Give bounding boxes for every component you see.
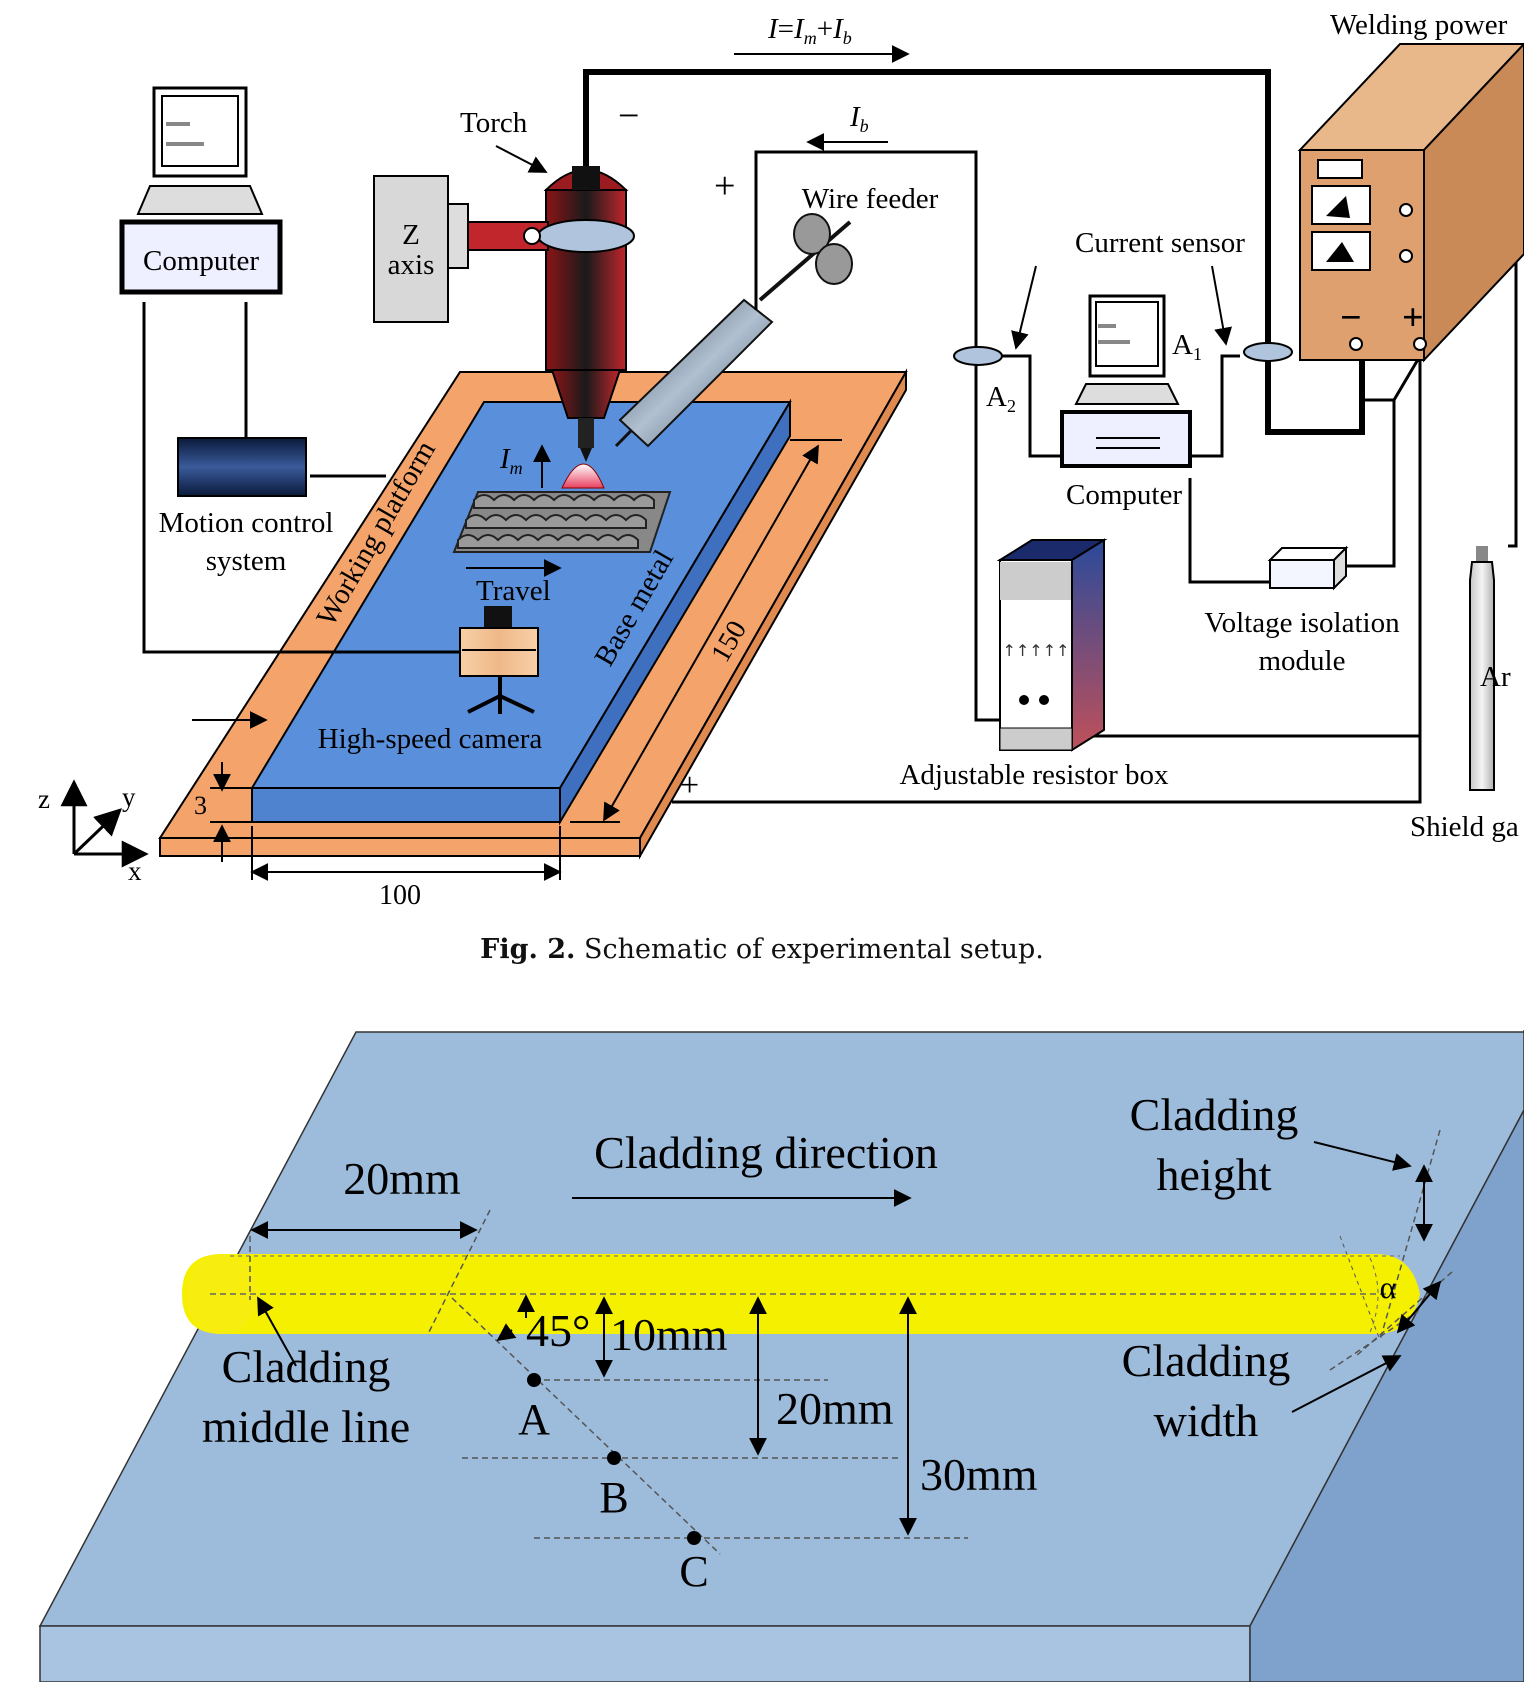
point-c: [687, 1531, 701, 1545]
cladding-width-label-1: Cladding: [1122, 1335, 1291, 1386]
dim-10mm-label: 10mm: [610, 1309, 728, 1360]
computer-left: [119, 86, 283, 295]
plate-front-face: [39, 1625, 1251, 1682]
dimension-100: [250, 826, 562, 881]
svg-text:↑↑↑↑↑: ↑↑↑↑↑: [1002, 641, 1069, 660]
adjustable-resistor-box: ↑↑↑↑↑: [996, 538, 1108, 752]
main-current-label: Im: [499, 443, 523, 478]
cladding-direction-label: Cladding direction: [594, 1127, 938, 1178]
shield-gas-cylinder: [1469, 546, 1495, 791]
welding-power-source: [1297, 42, 1524, 363]
dim-30mm-label: 30mm: [920, 1449, 1038, 1500]
base-current-label: Ib: [849, 101, 869, 136]
current-sensor-a2: [953, 346, 1003, 366]
plus-sign-bottom: +: [680, 767, 699, 804]
high-speed-camera-label: High-speed camera: [318, 723, 543, 755]
total-current-label: I=Im+Ib: [767, 13, 852, 48]
cladding-height-label-2: height: [1157, 1149, 1272, 1200]
dim-20mm-label: 20mm: [776, 1383, 894, 1434]
travel-label: Travel: [476, 575, 551, 607]
shield-gas-label: Shield ga: [1410, 811, 1519, 843]
weld-beads: [452, 491, 672, 553]
power-plus-sign: +: [1402, 297, 1424, 339]
axis-z-label: z: [38, 784, 50, 814]
point-a: [527, 1373, 541, 1387]
z-axis-label-2: axis: [388, 249, 435, 281]
resistor-box-label: Adjustable resistor box: [899, 759, 1169, 791]
torch-label: Torch: [460, 107, 528, 139]
figure-2-schematic: ↑↑↑↑↑: [38, 9, 1524, 911]
cladding-height-label-1: Cladding: [1130, 1089, 1299, 1140]
cladding-width-label-2: width: [1154, 1395, 1259, 1446]
computer-right: [1060, 294, 1192, 468]
point-c-label: C: [679, 1547, 708, 1596]
dim-100-label: 100: [379, 880, 421, 911]
voltage-isolation-label-2: module: [1259, 645, 1346, 677]
dim-3-label: 3: [194, 791, 207, 820]
motion-control-label-1: Motion control: [159, 507, 334, 539]
point-a-label: A: [518, 1395, 550, 1444]
coordinate-axes: [60, 779, 149, 868]
point-b: [607, 1451, 621, 1465]
minus-sign-torch: −: [618, 95, 639, 137]
computer-right-label: Computer: [1066, 479, 1182, 511]
point-b-label: B: [599, 1473, 628, 1522]
axis-y-label: y: [122, 782, 136, 812]
figure-2-caption-prefix: Fig. 2.: [480, 934, 576, 965]
pointer-arrows: [192, 45, 1232, 862]
argon-label: Ar: [1480, 661, 1511, 693]
wire-feeder: [614, 213, 853, 448]
dimension-150: [570, 439, 842, 823]
cladding-bead: [182, 1235, 1420, 1341]
voltage-isolation-label-1: Voltage isolation: [1204, 607, 1400, 639]
figure-2-caption: Fig. 2. Schematic of experimental setup.: [0, 934, 1524, 965]
plus-sign-feeder: +: [714, 165, 735, 207]
current-sensor-label: Current sensor: [1075, 227, 1245, 259]
figure-2-labels: Torch Z axis Computer Motion control sys…: [38, 9, 1519, 911]
figure-3-arrows: [250, 1141, 1442, 1536]
z-axis-block: [373, 175, 635, 323]
wire-feeder-label: Wire feeder: [802, 183, 939, 215]
cladding-middle-label-2: middle line: [202, 1401, 410, 1452]
motion-control-label-2: system: [206, 545, 287, 577]
axis-x-label: x: [128, 856, 142, 886]
computer-left-label: Computer: [143, 245, 259, 277]
current-sensor-a1: [1243, 342, 1293, 362]
angle-45-label: 45°: [526, 1305, 590, 1356]
cladding-middle-label-1: Cladding: [222, 1341, 391, 1392]
welding-torch: [543, 166, 629, 462]
dim-20mm-top-label: 20mm: [343, 1153, 461, 1204]
figure-3-cladding-diagram: 20mm Cladding direction Cladding height …: [38, 1030, 1524, 1682]
power-minus-sign: −: [1340, 297, 1362, 339]
a1-label: A1: [1172, 329, 1202, 364]
z-axis-label-1: Z: [402, 219, 420, 251]
figure-2-caption-text: Schematic of experimental setup.: [575, 934, 1044, 965]
dimension-3: [210, 787, 252, 823]
motion-control-box: [177, 437, 307, 497]
voltage-isolation-module: [1267, 545, 1349, 591]
figure-3-labels: 20mm Cladding direction Cladding height …: [202, 1089, 1397, 1596]
welding-power-label: Welding power: [1330, 9, 1508, 41]
alpha-angle-label: α: [1380, 1269, 1397, 1305]
a2-label: A2: [986, 381, 1016, 416]
high-speed-camera: [459, 606, 539, 714]
